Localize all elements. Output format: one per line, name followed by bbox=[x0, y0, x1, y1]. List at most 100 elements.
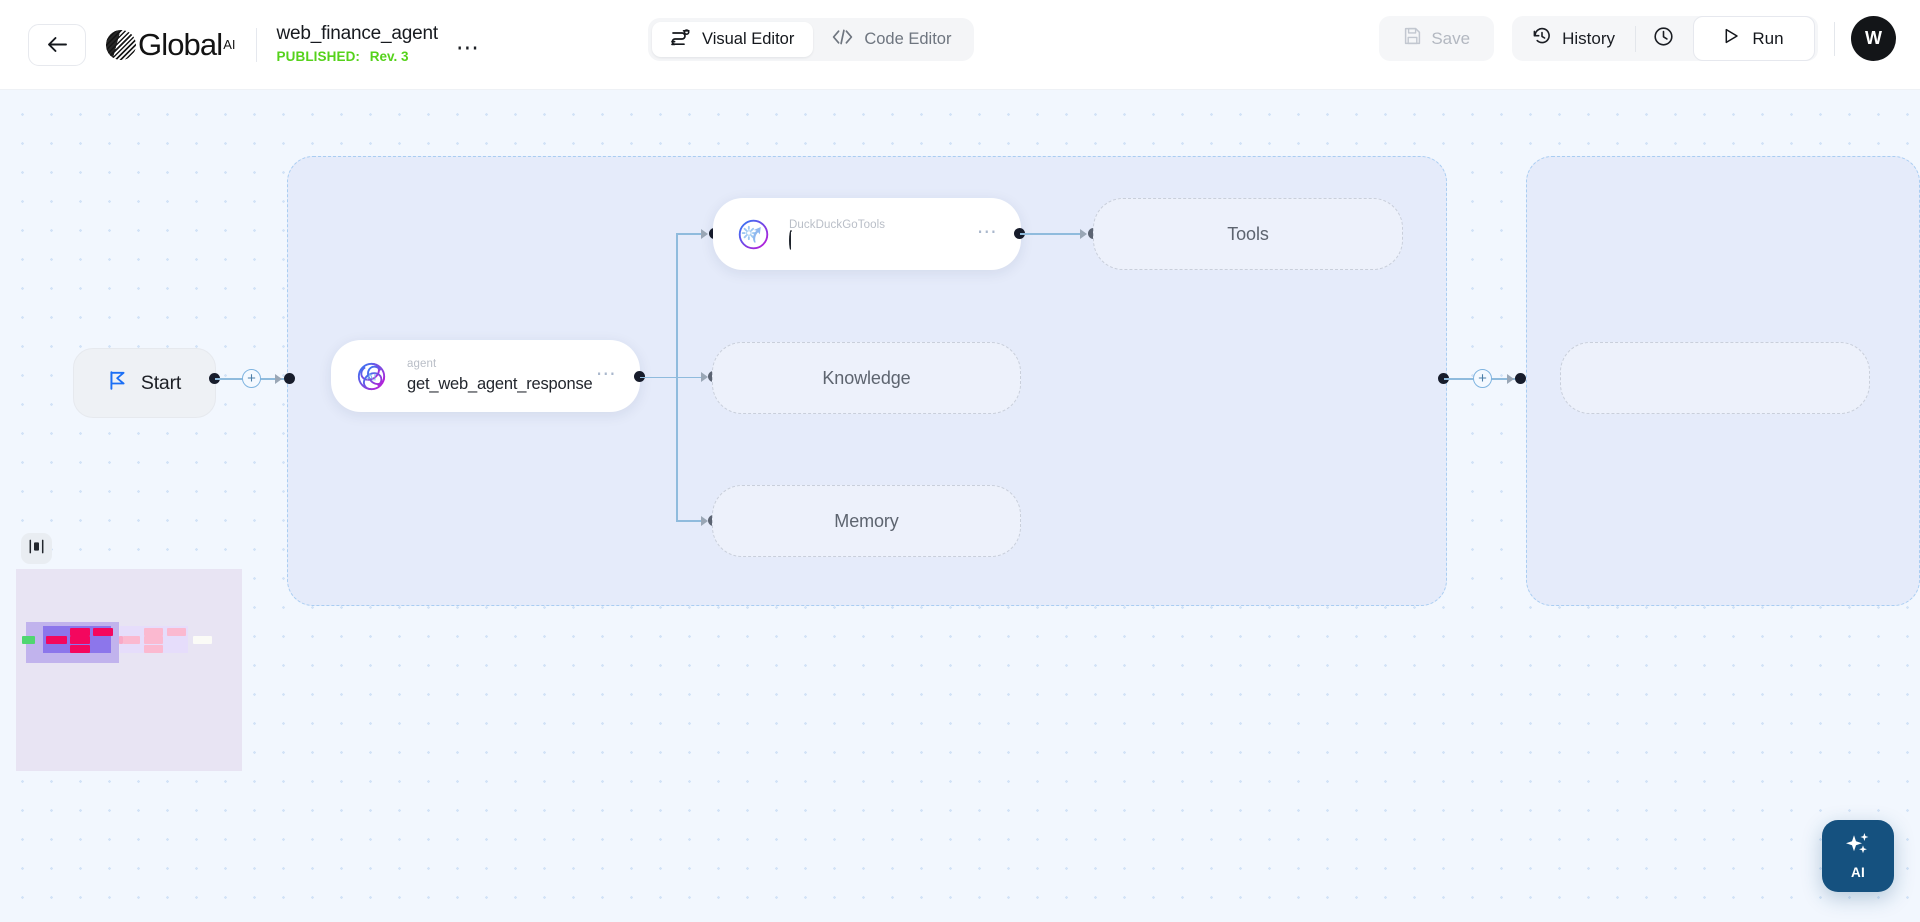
history-button[interactable]: History bbox=[1512, 16, 1635, 61]
revision-label: Rev. 3 bbox=[369, 49, 409, 65]
minimap-node-next-b bbox=[167, 628, 186, 636]
port-next-group-in[interactable] bbox=[1515, 373, 1526, 384]
minimap-node-memory bbox=[70, 645, 90, 653]
minimap-node-edge-marker bbox=[119, 636, 123, 644]
node-placeholder-memory-label: Memory bbox=[834, 510, 899, 531]
tab-code-editor-label: Code Editor bbox=[864, 30, 952, 48]
page-title: web_finance_agent bbox=[276, 22, 439, 44]
editor-mode-tabs: Visual Editor Code Editor bbox=[648, 18, 975, 61]
history-button-label: History bbox=[1562, 28, 1615, 48]
node-agent-title: get_web_agent_response bbox=[407, 374, 593, 393]
node-tools-kicker: DuckDuckGoTools bbox=[789, 218, 886, 231]
node-placeholder-memory[interactable]: Memory bbox=[712, 485, 1021, 557]
minimap-node-agent-node bbox=[46, 636, 67, 644]
minimap-node-next-c bbox=[144, 636, 163, 644]
edge-bus-to-memory bbox=[676, 520, 703, 522]
workflow-canvas[interactable]: Start + AI bbox=[0, 90, 1920, 922]
edge-bus-to-knowledge bbox=[676, 376, 703, 379]
save-button-label: Save bbox=[1431, 28, 1471, 48]
group-separator bbox=[1635, 25, 1636, 52]
node-tools-text: DuckDuckGoTools bbox=[789, 218, 977, 252]
save-button[interactable]: Save bbox=[1379, 16, 1495, 61]
loading-spinner-icon bbox=[789, 230, 793, 252]
node-tools-menu-button[interactable]: ⋯ bbox=[976, 220, 999, 243]
tab-visual-editor-label: Visual Editor bbox=[702, 30, 795, 48]
port-group-out[interactable] bbox=[1438, 373, 1449, 384]
back-button[interactable] bbox=[28, 23, 86, 66]
flag-play-icon bbox=[108, 370, 127, 396]
sparkles-icon bbox=[1843, 832, 1873, 864]
edge-agent-bus bbox=[640, 376, 676, 379]
minimap[interactable] bbox=[16, 569, 242, 771]
minimap-node-tail-node bbox=[193, 636, 212, 644]
status-badge-label: PUBLISHED: bbox=[276, 49, 361, 65]
avatar[interactable]: W bbox=[1851, 16, 1896, 61]
arrowhead-group-in bbox=[275, 373, 282, 384]
app-header: Global AI web_finance_agent PUBLISHED: R… bbox=[0, 0, 1920, 90]
panel-toggle-icon bbox=[29, 539, 44, 559]
port-tools-out[interactable] bbox=[1014, 228, 1025, 239]
node-placeholder-knowledge-label: Knowledge bbox=[822, 367, 911, 388]
add-node-button-2[interactable]: + bbox=[1473, 369, 1492, 388]
minimap-node-next-in bbox=[123, 636, 140, 644]
header-divider bbox=[255, 27, 257, 62]
tab-visual-editor[interactable]: Visual Editor bbox=[652, 22, 814, 57]
arrow-left-icon bbox=[47, 36, 68, 53]
arrowhead-knowledge-in bbox=[701, 372, 708, 382]
schedule-button[interactable] bbox=[1636, 16, 1690, 61]
avatar-initial: W bbox=[1865, 28, 1882, 48]
header-left-group: Global AI web_finance_agent PUBLISHED: R… bbox=[0, 22, 480, 68]
tool-gear-arrow-icon bbox=[733, 214, 774, 255]
tab-code-editor[interactable]: Code Editor bbox=[813, 22, 970, 57]
node-start-label: Start bbox=[140, 371, 182, 394]
node-placeholder-knowledge[interactable]: Knowledge bbox=[712, 342, 1021, 414]
arrowhead-memory-in bbox=[701, 515, 708, 526]
brand-logo[interactable]: Global AI bbox=[106, 27, 236, 63]
document-title-block: web_finance_agent PUBLISHED: Rev. 3 bbox=[276, 22, 439, 68]
clock-icon bbox=[1653, 26, 1674, 52]
node-agent[interactable]: AI agent get_web_agent_response ⋯ bbox=[331, 340, 640, 412]
globalai-logo-icon bbox=[106, 29, 136, 60]
node-agent-menu-button[interactable]: ⋯ bbox=[595, 362, 618, 385]
minimap-node-start-marker bbox=[22, 636, 35, 644]
code-brackets-icon bbox=[832, 29, 853, 50]
play-triangle-icon bbox=[1724, 28, 1739, 49]
brand-superscript: AI bbox=[223, 37, 236, 52]
minimap-toggle-button[interactable] bbox=[21, 533, 52, 564]
node-duckduckgo-tools[interactable]: DuckDuckGoTools ⋯ bbox=[713, 198, 1021, 270]
ai-assistant-label: AI bbox=[1851, 865, 1865, 880]
node-start[interactable]: Start bbox=[73, 348, 216, 418]
add-node-button-1[interactable]: + bbox=[242, 369, 261, 388]
ai-swirl-icon: AI bbox=[351, 356, 392, 397]
history-run-group: History Run bbox=[1512, 16, 1818, 61]
run-button-label: Run bbox=[1752, 28, 1784, 48]
publish-status: PUBLISHED: Rev. 3 bbox=[277, 47, 438, 67]
document-more-menu-button[interactable]: ⋯ bbox=[455, 34, 481, 60]
arrowhead-tools-slot-in bbox=[1080, 229, 1087, 239]
floppy-disk-icon bbox=[1403, 27, 1421, 50]
node-agent-text: agent get_web_agent_response bbox=[407, 357, 596, 395]
node-placeholder-tools[interactable]: Tools bbox=[1093, 198, 1403, 270]
port-group-in[interactable] bbox=[284, 373, 295, 384]
ai-assistant-button[interactable]: AI bbox=[1822, 820, 1894, 892]
flow-editor-icon bbox=[671, 28, 691, 51]
minimap-node-tools-slot bbox=[93, 628, 113, 636]
arrowhead-tools-in bbox=[701, 229, 708, 239]
minimap-node-next-d bbox=[144, 645, 163, 653]
header-right-divider bbox=[1834, 21, 1835, 56]
edge-bus-to-tools bbox=[676, 233, 703, 235]
edge-tools-to-slot bbox=[1020, 233, 1082, 235]
node-placeholder-tools-label: Tools bbox=[1227, 223, 1269, 244]
minimap-node-next-a bbox=[144, 628, 163, 636]
minimap-node-tools-node bbox=[70, 628, 90, 636]
header-actions: Save History bbox=[1379, 16, 1896, 61]
port-agent-out[interactable] bbox=[634, 371, 645, 382]
arrowhead-next-group-in bbox=[1507, 373, 1514, 384]
node-agent-kicker: agent bbox=[407, 357, 437, 370]
history-rewind-icon bbox=[1532, 26, 1552, 51]
svg-text:AI: AI bbox=[367, 372, 377, 383]
brand-wordmark: Global bbox=[138, 26, 223, 62]
run-button[interactable]: Run bbox=[1693, 16, 1815, 61]
node-next-placeholder[interactable] bbox=[1560, 342, 1870, 414]
port-start-out[interactable] bbox=[209, 373, 220, 384]
